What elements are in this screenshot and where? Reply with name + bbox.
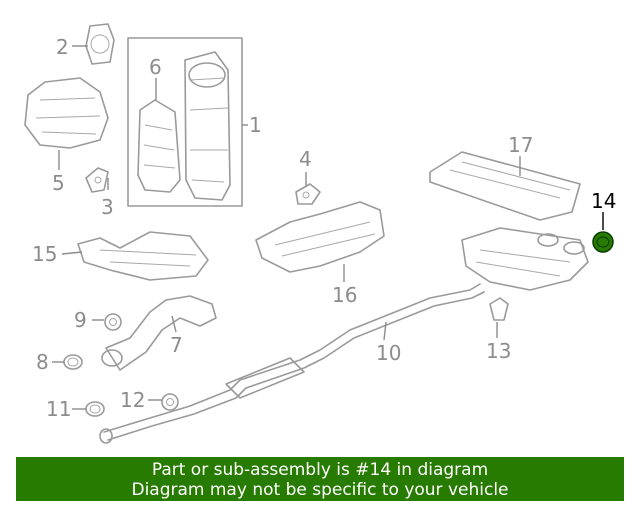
callout-4: 4: [299, 147, 312, 171]
part-5-heat-shield[interactable]: [24, 77, 109, 149]
part-3-bracket[interactable]: [85, 167, 109, 193]
part-12-nut[interactable]: [161, 393, 179, 411]
part-9-nut[interactable]: [104, 313, 122, 331]
part-10-exhaust-pipe[interactable]: [99, 283, 485, 444]
callout-3: 3: [101, 195, 114, 219]
part-15-heat-shield[interactable]: [77, 231, 209, 281]
callout-12: 12: [120, 388, 145, 412]
part-7-front-pipe[interactable]: [101, 295, 217, 371]
info-banner: Part or sub-assembly is #14 in diagram D…: [16, 457, 624, 501]
callout-9: 9: [74, 308, 87, 332]
banner-line-1: Part or sub-assembly is #14 in diagram: [151, 460, 489, 480]
callout-14: 14: [591, 189, 616, 213]
callout-13: 13: [486, 339, 511, 363]
callout-10: 10: [376, 341, 401, 365]
callout-5: 5: [52, 171, 65, 195]
part-16-heat-shield[interactable]: [255, 201, 385, 273]
part-1-converter-assembly[interactable]: [127, 37, 248, 207]
banner-line-2: Diagram may not be specific to your vehi…: [131, 480, 509, 500]
part-2-gasket[interactable]: [85, 23, 115, 65]
callout-16: 16: [332, 283, 357, 307]
callout-8: 8: [36, 350, 49, 374]
callout-15: 15: [32, 242, 57, 266]
callout-17: 17: [508, 133, 533, 157]
part-13-rubber-hanger[interactable]: [489, 297, 509, 321]
callout-labels: 1 2 3 4 5 6 7 8 9 10 11 12 13 14 15 16 1…: [32, 35, 616, 421]
part-11-gasket[interactable]: [85, 401, 105, 417]
callout-6: 6: [149, 55, 162, 79]
part-8-gasket[interactable]: [63, 354, 83, 370]
part-14-rubber-mount[interactable]: [592, 231, 614, 253]
callout-7: 7: [170, 333, 183, 357]
muffler-assembly[interactable]: [461, 227, 589, 291]
callout-1: 1: [249, 113, 262, 137]
part-17-heat-shield[interactable]: [429, 151, 581, 221]
callout-2: 2: [56, 35, 69, 59]
leader-lines: [52, 45, 604, 410]
part-4-bracket[interactable]: [295, 183, 321, 205]
callout-11: 11: [46, 397, 71, 421]
